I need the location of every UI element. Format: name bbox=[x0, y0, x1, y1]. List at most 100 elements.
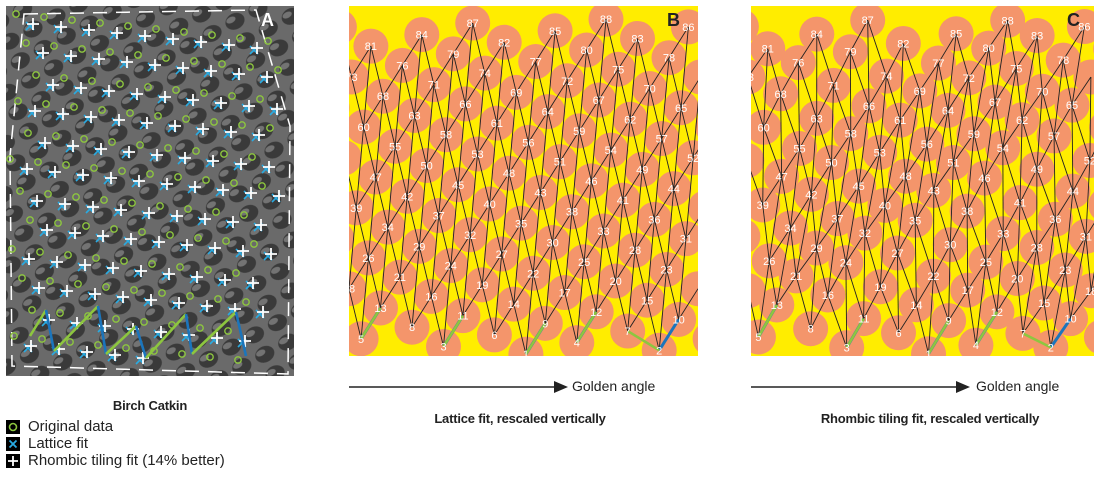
lattice-line bbox=[880, 252, 898, 287]
original-data-marker bbox=[180, 28, 188, 36]
lattice-line bbox=[886, 75, 901, 121]
original-data-marker bbox=[178, 350, 186, 358]
disk-number: 15 bbox=[1038, 298, 1050, 310]
rhombic-fit-marker bbox=[145, 294, 157, 306]
lattice-line bbox=[968, 77, 975, 134]
disk-number: 18 bbox=[1085, 286, 1094, 298]
disk-number: 28 bbox=[1031, 243, 1043, 255]
disk-number: 41 bbox=[1014, 198, 1026, 210]
lattice-line bbox=[948, 244, 951, 321]
rhombic-fit-marker bbox=[271, 103, 283, 115]
original-data-marker bbox=[194, 234, 202, 242]
lattice-line bbox=[411, 246, 420, 328]
lattice-line bbox=[1016, 247, 1038, 279]
lattice-line bbox=[898, 304, 917, 333]
lattice-line bbox=[658, 269, 667, 351]
original-data-marker bbox=[204, 266, 212, 274]
lattice-line bbox=[666, 238, 687, 270]
rhombic-fit-marker bbox=[217, 184, 229, 196]
disk-number: 64 bbox=[542, 107, 554, 119]
green-parastichy bbox=[191, 311, 237, 355]
lattice-line bbox=[527, 142, 541, 193]
lattice-line bbox=[948, 289, 969, 321]
disk-number: 8 bbox=[409, 322, 415, 334]
lattice-line bbox=[430, 296, 444, 347]
disk-number: 35 bbox=[515, 218, 527, 230]
lattice-line bbox=[450, 234, 471, 266]
disk-number: 65 bbox=[675, 103, 687, 115]
original-data-marker bbox=[240, 211, 248, 219]
legend-label: Rhombic tiling fit (14% better) bbox=[28, 452, 225, 469]
rhombic-fit-marker bbox=[179, 152, 191, 164]
lattice-line bbox=[603, 199, 624, 232]
disk-number: 47 bbox=[775, 171, 787, 183]
lattice-line bbox=[540, 111, 549, 193]
lattice-line bbox=[1002, 202, 1021, 234]
disk-number: 39 bbox=[350, 203, 362, 215]
disk-number: 30 bbox=[944, 240, 956, 252]
green-parastichy bbox=[105, 325, 137, 355]
rhombic-fit-marker bbox=[41, 224, 53, 236]
lattice-line bbox=[985, 261, 998, 312]
disk-number: 24 bbox=[445, 261, 457, 273]
rhombic-fit-marker bbox=[51, 256, 63, 268]
lattice-line bbox=[615, 280, 629, 332]
disk-number: 34 bbox=[382, 222, 394, 234]
original-data-marker bbox=[40, 13, 48, 21]
lattice-line bbox=[508, 92, 517, 174]
rhombic-fit-marker bbox=[95, 143, 107, 155]
lattice-line bbox=[757, 260, 770, 338]
original-data-marker bbox=[218, 60, 226, 68]
lattice-line bbox=[1072, 160, 1091, 192]
disk-number: 61 bbox=[894, 115, 906, 127]
lattice-line bbox=[1070, 236, 1087, 319]
rhombic-fit-marker bbox=[115, 204, 127, 216]
lattice-line bbox=[394, 146, 408, 197]
lattice-line bbox=[914, 144, 928, 221]
lattice-line bbox=[1041, 59, 1064, 92]
disk-number: 10 bbox=[672, 315, 684, 327]
lattice-line bbox=[897, 252, 917, 305]
original-data-marker bbox=[108, 138, 116, 146]
original-data-marker bbox=[196, 324, 204, 332]
blue-parastichy bbox=[184, 313, 194, 355]
cross-icon bbox=[6, 436, 20, 451]
lattice-line bbox=[544, 242, 554, 324]
lattice-line bbox=[494, 303, 515, 336]
lattice-line bbox=[810, 294, 829, 329]
lattice-line bbox=[868, 105, 881, 153]
lattice-line bbox=[763, 93, 782, 128]
lattice-line bbox=[406, 196, 420, 247]
golden-angle-arrow-c bbox=[751, 381, 970, 393]
lattice-line bbox=[967, 261, 987, 291]
green-parastichy bbox=[927, 319, 950, 355]
original-data-marker bbox=[84, 312, 92, 320]
rhombic-fit-marker bbox=[201, 300, 213, 312]
lattice-line bbox=[629, 119, 643, 170]
original-data-marker bbox=[152, 25, 160, 33]
rhombic-fit-marker bbox=[57, 108, 69, 120]
lattice-line bbox=[351, 45, 372, 78]
lattice-line bbox=[966, 133, 975, 212]
lattice-line bbox=[837, 185, 860, 219]
lattice-line bbox=[1036, 35, 1043, 92]
lattice-line bbox=[452, 22, 474, 55]
original-data-marker bbox=[136, 141, 144, 149]
lattice-line bbox=[1053, 104, 1073, 137]
lattice-line bbox=[928, 276, 934, 354]
disk-number: 75 bbox=[1010, 63, 1022, 75]
lattice-line bbox=[457, 184, 471, 235]
rhombic-fit-marker bbox=[79, 259, 91, 271]
disk-number: 45 bbox=[853, 181, 865, 193]
disk-number: 25 bbox=[578, 257, 590, 269]
disk-number: 15 bbox=[641, 295, 653, 307]
disk-number: 58 bbox=[845, 129, 857, 141]
disk-number: 48 bbox=[503, 168, 515, 180]
original-data-marker bbox=[18, 274, 26, 282]
caption-birch-catkin: Birch Catkin bbox=[112, 398, 188, 413]
original-data-marker bbox=[176, 263, 184, 271]
rhombic-fit-marker bbox=[233, 68, 245, 80]
lattice-line bbox=[399, 196, 408, 278]
disk-number: 18 bbox=[349, 284, 355, 296]
disk-number: 79 bbox=[844, 47, 856, 59]
